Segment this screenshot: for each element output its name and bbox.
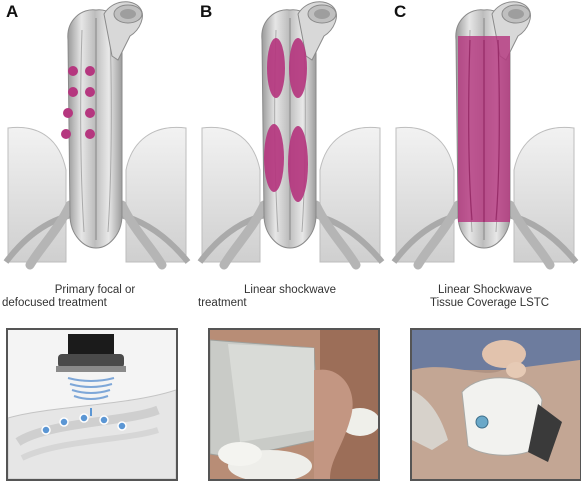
- panel-c: C Linear Shockwave Tissue Coverage LSTC: [388, 0, 581, 487]
- probe-illustration: [6, 328, 178, 481]
- anatomy-illustration: [388, 0, 581, 280]
- focal-treatment-points: [61, 66, 95, 139]
- panel-label: B: [200, 2, 213, 21]
- caption-line: Primary focal or: [54, 284, 136, 296]
- anatomy-illustration: [194, 0, 388, 280]
- caption: Primary focal or defocused treatment: [0, 284, 190, 310]
- caption-line: treatment: [198, 297, 247, 309]
- caption: Linear shockwave treatment: [194, 284, 384, 310]
- caption-line: defocused treatment: [2, 297, 107, 309]
- caption-line: Linear shockwave: [244, 284, 337, 296]
- panel-label: A: [6, 2, 19, 21]
- panel-label: C: [394, 2, 407, 21]
- caption-line: Linear Shockwave: [438, 284, 532, 296]
- treatment-photo: [208, 328, 380, 481]
- panel-a: A Primary focal or defocused treatment: [0, 0, 194, 487]
- caption: Linear Shockwave Tissue Coverage LSTC: [388, 284, 578, 310]
- panel-b: B Linear shockwave treatment: [194, 0, 388, 487]
- anatomy-illustration: [0, 0, 194, 280]
- caption-line: Tissue Coverage LSTC: [430, 297, 550, 309]
- linear-treatment-zones: [264, 38, 308, 202]
- treatment-photo: [410, 328, 581, 481]
